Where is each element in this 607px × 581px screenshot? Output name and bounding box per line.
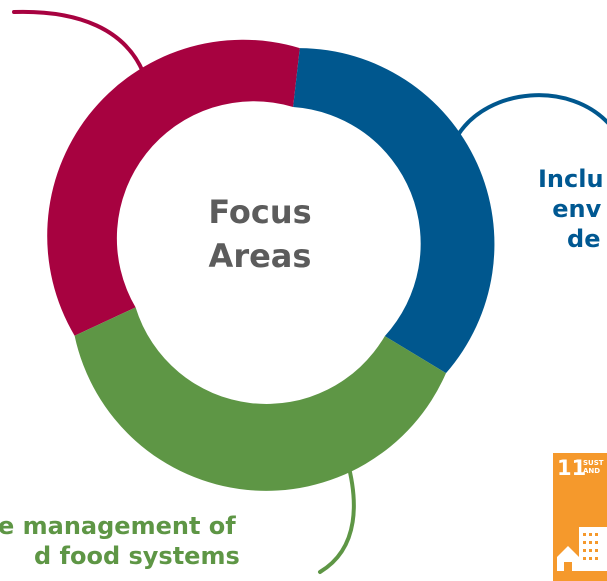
sdg-number: 11 (557, 456, 587, 480)
blue-focus-line1: Inclu (538, 165, 604, 193)
sdg-caption-line1: SUST (583, 459, 604, 467)
center-label-line1: Focus (208, 193, 312, 231)
green-focus-line2: d food systems (34, 542, 240, 570)
green-segment (74, 307, 446, 491)
center-label-line2: Areas (208, 237, 312, 275)
blue-focus-area-label: Inclu env de (538, 164, 604, 254)
green-focus-area-label: e management of d food systems (0, 511, 240, 571)
blue-focus-line2: env (552, 195, 602, 223)
red-segment (47, 39, 300, 336)
sdg-caption-line2: AND (583, 467, 601, 475)
red-connector-line (12, 9, 145, 74)
focus-areas-title: Focus Areas (190, 190, 330, 278)
blue-connector-line (456, 93, 607, 137)
green-connector-line (318, 458, 356, 574)
city-buildings-icon (557, 527, 607, 571)
sdg-caption: SUST AND (583, 459, 604, 475)
sdg-11-icon-tile: 11 SUST AND (553, 453, 607, 581)
blue-focus-line3: de (567, 225, 601, 253)
green-focus-line1: e management of (0, 512, 236, 540)
blue-segment (293, 48, 495, 374)
